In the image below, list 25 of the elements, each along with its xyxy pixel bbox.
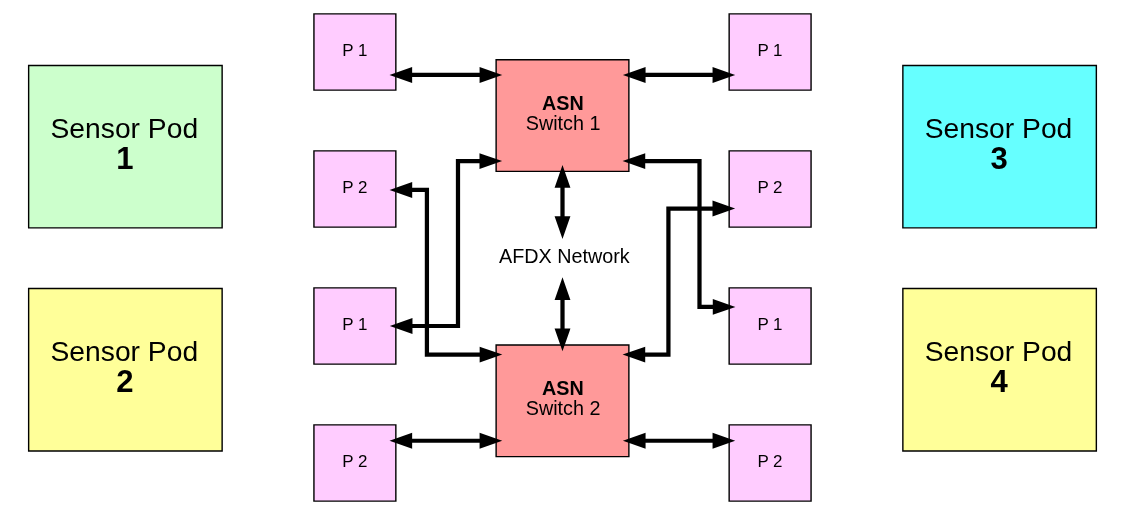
node-box: ASN Switch 1 <box>494 59 630 173</box>
node-box: P 2 <box>312 424 397 502</box>
arrow <box>622 67 735 83</box>
node-box: P 2 <box>312 150 397 228</box>
node-text: AFDX Network <box>498 245 630 268</box>
arrow <box>389 432 502 449</box>
node-box: Sensor Pod 3 <box>901 64 1097 229</box>
arrow <box>622 432 735 449</box>
arrow <box>389 153 502 334</box>
arrow <box>389 182 502 363</box>
arrow <box>554 277 570 352</box>
node-box: P 1 <box>312 287 397 365</box>
node-box: P 1 <box>727 287 812 365</box>
arrow <box>622 200 735 363</box>
node-box: P 2 <box>727 150 812 228</box>
arrow <box>554 165 570 239</box>
node-box: P 1 <box>312 13 397 91</box>
node-box: P 2 <box>727 424 812 502</box>
node-box: Sensor Pod 4 <box>901 287 1097 452</box>
node-box: ASN Switch 2 <box>494 344 630 458</box>
node-box: Sensor Pod 2 <box>27 287 223 452</box>
arrow <box>622 153 735 315</box>
node-box: P 1 <box>727 13 812 91</box>
arrow <box>388 67 502 83</box>
node-box: Sensor Pod 1 <box>27 64 223 229</box>
